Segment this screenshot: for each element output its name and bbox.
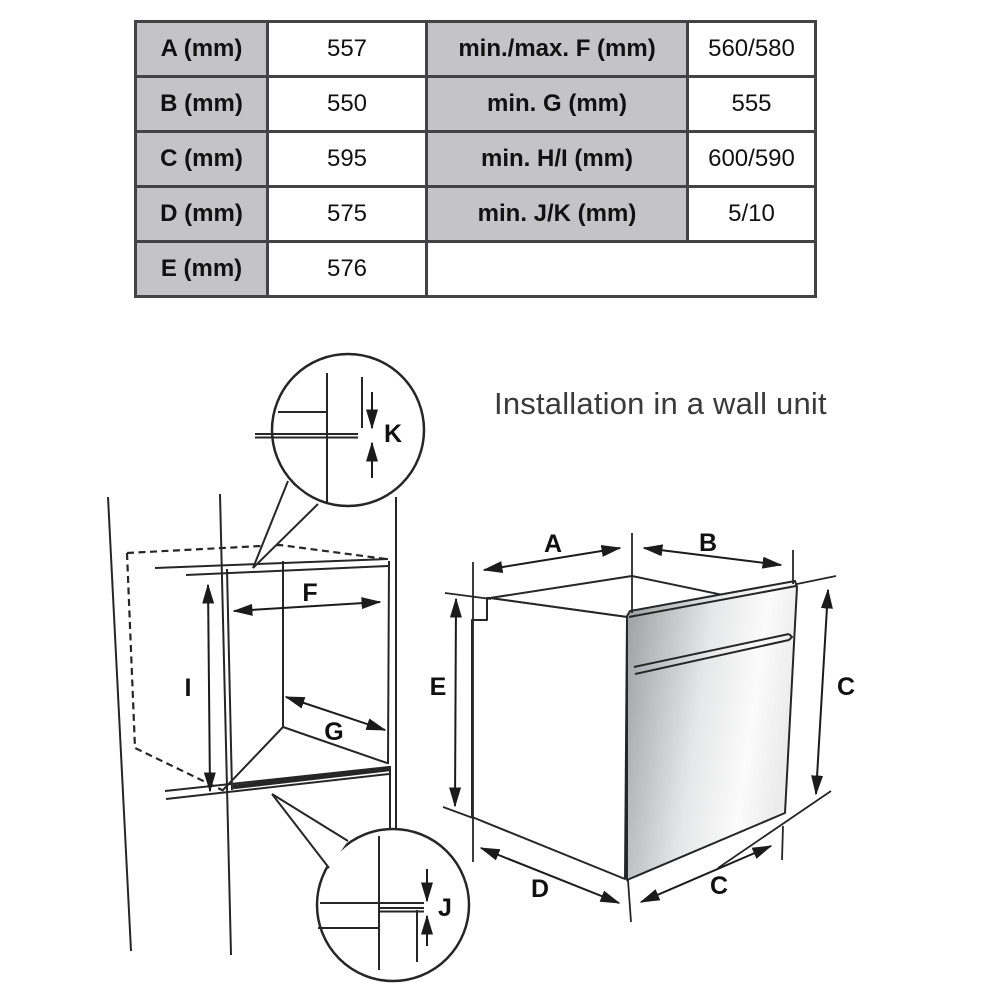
oven-extension-lines — [442, 533, 837, 923]
dimensions-table: A (mm) 557 min./max. F (mm) 560/580 B (m… — [134, 20, 817, 298]
dim-label-J: J — [438, 894, 452, 922]
callout-circle-J — [315, 827, 471, 983]
dim-label-cell: E (mm) — [134, 240, 269, 298]
empty-cell — [425, 240, 817, 298]
dim-label-A: A — [544, 530, 562, 558]
dim-value-cell: 600/590 — [686, 130, 817, 188]
dim-label-C-bottom: C — [710, 872, 728, 900]
table-row: C (mm) 595 min. H/I (mm) 600/590 — [134, 130, 817, 188]
dim-label-C-side: C — [837, 673, 855, 701]
dim-value-cell: 555 — [686, 75, 817, 133]
dim-label-E: E — [430, 673, 447, 701]
callout-circle-K — [270, 352, 426, 508]
oven-figure: A B C E D C — [430, 529, 855, 923]
table-row: B (mm) 550 min. G (mm) 555 — [134, 75, 817, 133]
hidden-edges-dashed — [125, 543, 387, 791]
dim-label-cell: D (mm) — [134, 185, 269, 243]
dim-label-cell: C (mm) — [134, 130, 269, 188]
dim-value-cell: 576 — [266, 240, 428, 298]
dim-label-B: B — [699, 529, 717, 557]
dim-value-cell: 557 — [266, 20, 428, 78]
callout-J-detail-lines — [318, 836, 433, 970]
dim-label-G: G — [324, 718, 343, 746]
dim-arrow-I — [202, 583, 216, 793]
dim-arrow-E — [449, 597, 462, 808]
dim-label-K: K — [384, 420, 402, 448]
dim-arrow-C-bottom — [639, 845, 773, 903]
dim-arrow-F — [232, 597, 382, 616]
dim-label-cell: B (mm) — [134, 75, 269, 133]
dim-label-cell: min. G (mm) — [425, 75, 689, 133]
dim-label-cell: min./max. F (mm) — [425, 20, 689, 78]
dim-value-cell: 575 — [266, 185, 428, 243]
table-row: D (mm) 575 min. J/K (mm) 5/10 — [134, 185, 817, 243]
dim-value-cell: 595 — [266, 130, 428, 188]
oven-dimension-arrows: A B C E D C — [430, 529, 855, 904]
dim-label-cell: min. H/I (mm) — [425, 130, 689, 188]
oven-door — [626, 580, 798, 881]
dim-value-cell: 5/10 — [686, 185, 817, 243]
callout-K-detail-lines — [255, 373, 378, 503]
dim-label-cell: min. J/K (mm) — [425, 185, 689, 243]
callout-K: K — [252, 352, 426, 569]
callout-tail-J — [272, 794, 348, 868]
dim-arrow-G — [284, 696, 387, 731]
diagram-title: Installation in a wall unit — [494, 386, 827, 421]
dim-arrow-A — [482, 545, 622, 573]
table-row: A (mm) 557 min./max. F (mm) 560/580 — [134, 20, 817, 78]
callout-tail-K — [253, 481, 318, 568]
dim-label-D: D — [531, 875, 549, 903]
dim-label-I: I — [185, 674, 192, 702]
dim-arrow-D — [479, 847, 621, 904]
dim-value-cell: 560/580 — [686, 20, 817, 78]
installation-drawing: F G I K — [107, 352, 855, 983]
dim-arrow-C-side — [811, 588, 833, 796]
wall-unit-figure: F G I K — [107, 352, 471, 983]
dim-label-cell: A (mm) — [134, 20, 269, 78]
oven-left-face — [471, 597, 628, 880]
wall-line — [107, 496, 132, 952]
cabinet-lines — [154, 493, 397, 956]
oven-door-lines — [628, 585, 797, 675]
dim-value-cell: 550 — [266, 75, 428, 133]
table-row: E (mm) 576 — [134, 240, 817, 298]
dim-label-F: F — [302, 579, 317, 607]
callout-J: J — [271, 793, 471, 983]
dim-arrow-B — [642, 544, 783, 569]
niche-dimension-arrows: F G I — [185, 579, 387, 793]
